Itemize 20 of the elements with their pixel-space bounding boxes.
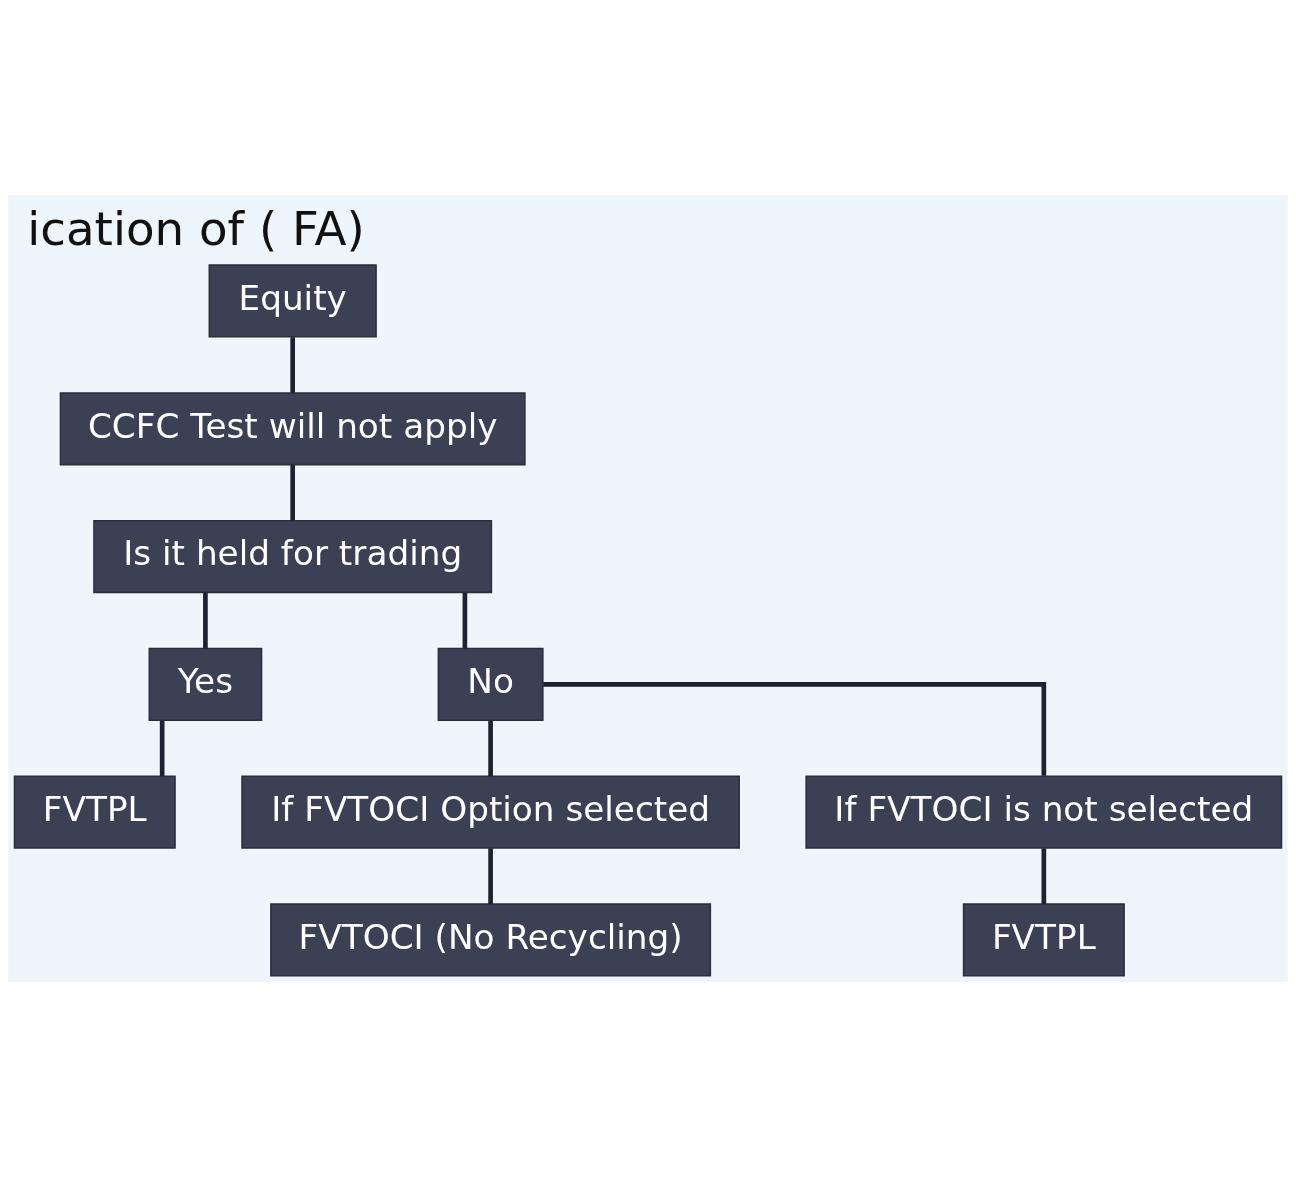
node-box: Is it held for trading [93,519,493,594]
connector [488,720,493,777]
node-box: CCFC Test will not apply [59,392,526,466]
connector [488,848,493,904]
node-box: FVTOCI (No Recycling) [270,903,712,977]
node-box: Yes [148,647,263,721]
connector [462,592,468,649]
node-box: Equity [208,264,377,338]
node-box: No [437,647,544,721]
node-box: FVTPL [962,903,1125,977]
diagram-title: ication of ( FA) [27,201,365,256]
node-box: If FVTOCI is not selected [805,775,1283,849]
connector [290,337,295,393]
node-box: FVTPL [13,775,176,849]
connector [159,720,165,777]
node-box: If FVTOCI Option selected [241,775,740,849]
connector [203,592,208,649]
connector [290,465,295,521]
connector [1041,848,1047,904]
connector [543,682,1047,776]
